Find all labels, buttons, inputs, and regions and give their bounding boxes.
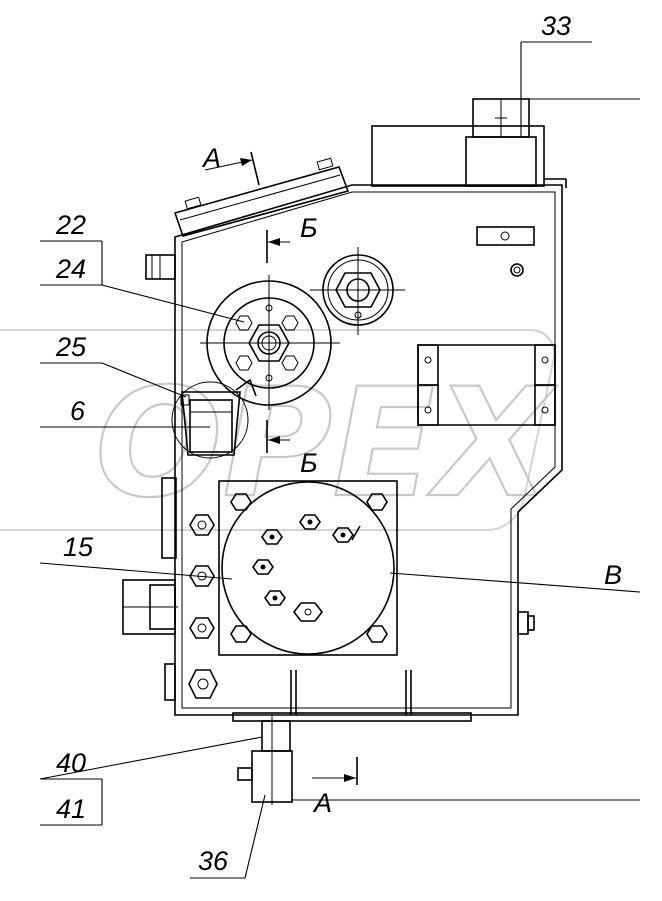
housing-body bbox=[174, 184, 563, 716]
right-fitting bbox=[517, 611, 535, 635]
section-label-a-top: A bbox=[201, 143, 221, 173]
watermark: OPEX bbox=[0, 329, 558, 532]
callout-25: 25 bbox=[55, 332, 87, 362]
callout-24: 24 bbox=[55, 254, 86, 284]
callout-40: 40 bbox=[56, 748, 86, 778]
nozzle-group bbox=[252, 514, 361, 622]
callout-b: В bbox=[604, 560, 622, 590]
callout-33: 33 bbox=[541, 11, 571, 41]
filter-cup bbox=[171, 378, 257, 459]
bottom-outlet bbox=[237, 715, 293, 805]
inclined-cover bbox=[173, 157, 350, 237]
valve-cover-plate bbox=[218, 480, 398, 656]
mounting-bracket bbox=[417, 344, 556, 426]
shaft-gear bbox=[310, 247, 405, 335]
left-fittings bbox=[122, 254, 178, 701]
upper-right-details bbox=[476, 226, 535, 277]
svg-text:OPEX: OPEX bbox=[95, 357, 557, 531]
bottom-rail bbox=[232, 670, 472, 722]
callout-6: 6 bbox=[70, 396, 86, 426]
callout-22: 22 bbox=[55, 210, 86, 240]
callout-36: 36 bbox=[198, 846, 229, 876]
section-label-b-bottom: Б bbox=[300, 448, 318, 478]
callout-15: 15 bbox=[63, 532, 94, 562]
callout-41: 41 bbox=[56, 794, 86, 824]
large-pulley bbox=[200, 275, 340, 410]
section-label-b-top: Б bbox=[300, 213, 318, 243]
top-unit bbox=[371, 98, 567, 188]
section-label-a-bottom: A bbox=[312, 788, 332, 818]
section-marks bbox=[204, 151, 358, 785]
left-nut-column bbox=[188, 514, 218, 699]
leader-lines bbox=[39, 41, 641, 879]
